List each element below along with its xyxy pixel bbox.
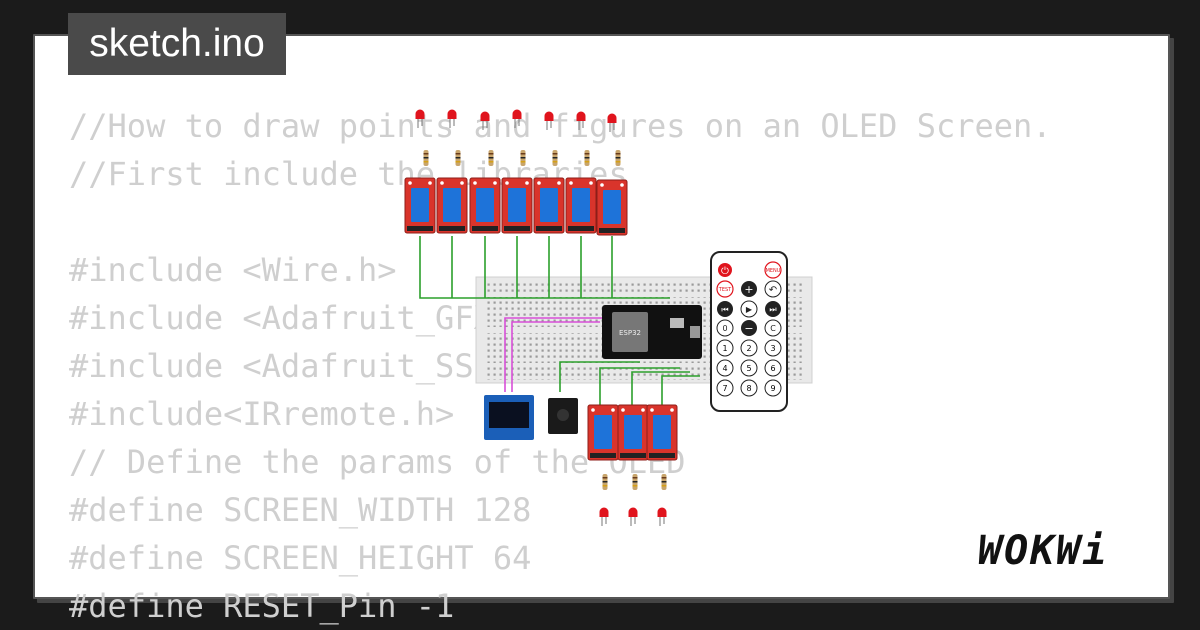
ir-receiver: [548, 398, 578, 434]
power-icon: ⏻: [721, 266, 729, 277]
esp32-board: ESP32: [602, 305, 702, 359]
file-tab[interactable]: sketch.ino: [68, 13, 286, 75]
remote-digit: 9: [770, 384, 775, 393]
code-line: #include <Wire.h>: [69, 251, 397, 289]
remote-zero: 0: [722, 324, 727, 333]
code-line: #define SCREEN_WIDTH 128: [69, 491, 532, 529]
code-line: #include<IRremote.h>: [69, 395, 455, 433]
top-relay-row: [404, 109, 628, 236]
code-preview-card: //How to draw points and figures on an O…: [33, 34, 1170, 625]
code-editor: //How to draw points and figures on an O…: [69, 102, 1052, 630]
plus-icon: +: [744, 283, 753, 296]
remote-digit: 5: [746, 364, 751, 373]
remote-menu-label: MENU: [766, 268, 781, 274]
remote-test-label: TEST: [718, 287, 732, 293]
previous-icon: ⏮: [721, 305, 728, 314]
back-icon: ↶: [769, 285, 777, 296]
remote-digit: 8: [746, 384, 751, 393]
code-line: #define RESET_Pin -1: [69, 587, 455, 625]
remote-digit: 2: [746, 344, 751, 353]
wire-bundle: [419, 236, 700, 405]
remote-digit: 4: [722, 364, 727, 373]
next-icon: ⏭: [769, 305, 776, 314]
code-line: #define SCREEN_HEIGHT 64: [69, 539, 532, 577]
play-icon: ▶: [746, 305, 753, 314]
remote-digit: 1: [722, 344, 727, 353]
oled-display: [484, 395, 534, 440]
remote-digit: 7: [722, 384, 727, 393]
esp32-label: ESP32: [619, 329, 641, 337]
bottom-relay-row: [587, 404, 678, 527]
remote-digit: 6: [770, 364, 775, 373]
remote-digit: 3: [770, 344, 775, 353]
code-line: //How to draw points and figures on an O…: [69, 107, 1052, 145]
remote-clear: C: [770, 324, 776, 333]
wokwi-logo: WOKWi: [978, 528, 1109, 574]
minus-icon: −: [744, 322, 753, 335]
ir-remote: ⏻ MENU TEST + ↶ ⏮ ▶ ⏭ 0 − C 1 2 3 4 5 6 …: [710, 251, 788, 412]
